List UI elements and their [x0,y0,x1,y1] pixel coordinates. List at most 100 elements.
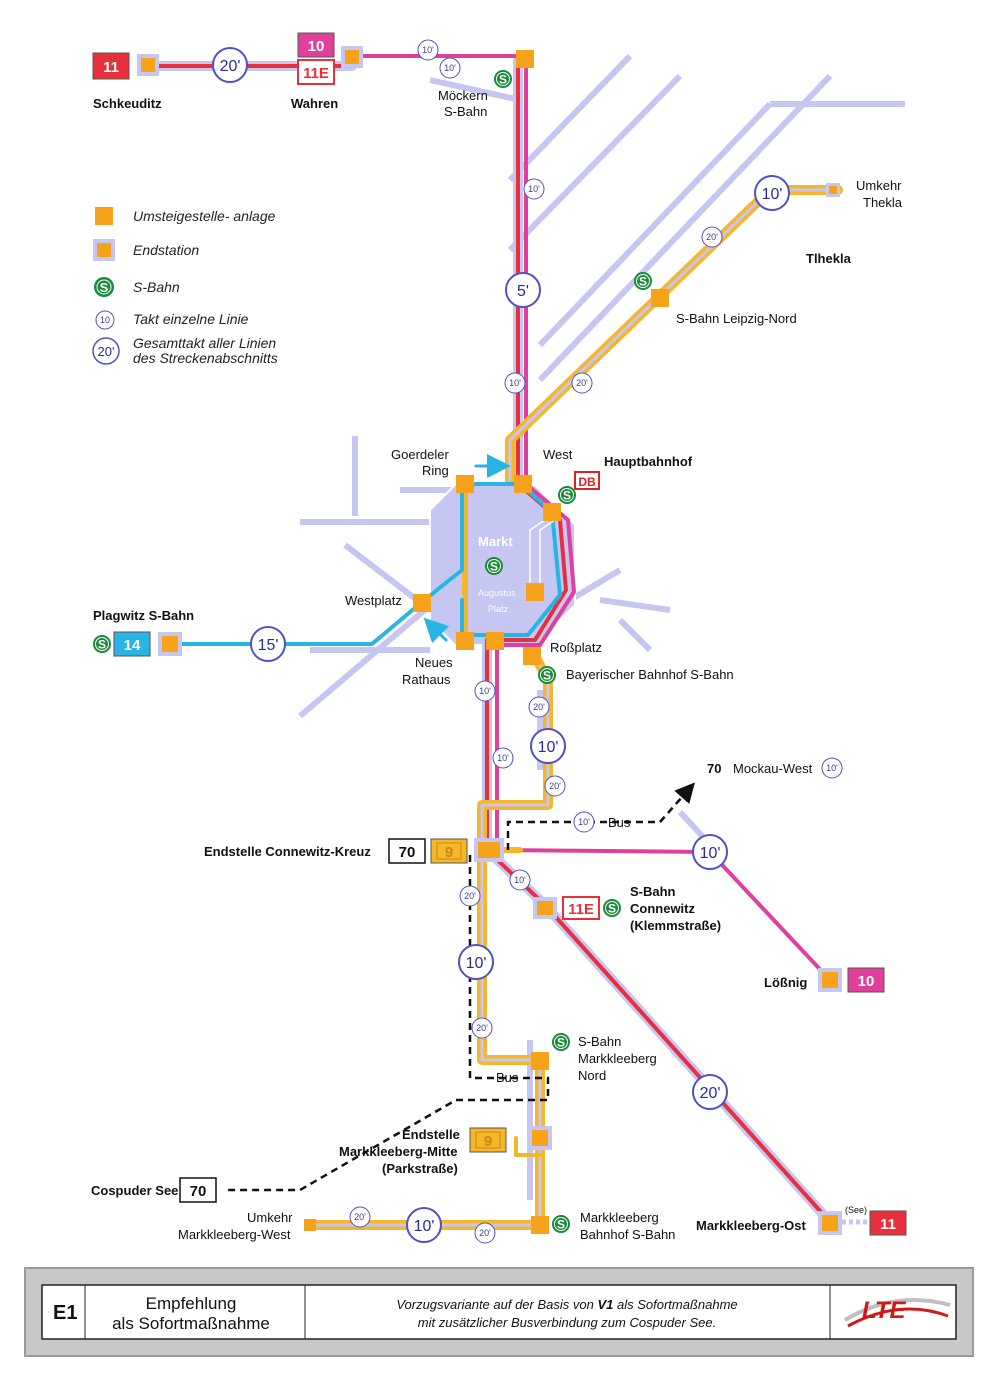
station-rossplatz[interactable] [523,647,541,665]
label-schkeuditz: Schkeuditz [93,96,162,111]
label-bus: Bus [496,1070,519,1085]
sbahn-icon: S [552,1215,570,1233]
svg-text:S: S [100,280,109,295]
station-westplatz[interactable] [413,594,431,612]
badge-line-9[interactable]: 9 [469,1127,507,1153]
badge-bus-70[interactable]: 70 [388,838,426,864]
svg-text:14: 14 [124,637,141,654]
label-connewitz: Connewitz [630,901,695,916]
legend-takt-total-1: Gesamttakt aller Linien [133,335,276,351]
badge-line-10[interactable]: 10 [297,32,335,58]
svg-text:10': 10' [479,686,491,696]
takt-small: 20' [349,1206,371,1228]
line-10-route [350,54,832,982]
badge-line-10[interactable]: 10 [847,967,885,993]
station-west[interactable] [514,475,532,493]
svg-text:20': 20' [549,781,561,791]
svg-text:10: 10 [100,315,110,325]
sbahn-icon: S [634,272,652,290]
station-neues-rathaus[interactable] [456,632,474,650]
svg-text:LTE: LTE [862,1297,907,1324]
takt-large: 20' [212,47,248,83]
legend-sbahn-icon: S [94,277,114,297]
station-mk-nord[interactable] [531,1052,549,1070]
badge-line-14[interactable]: 14 [113,631,151,657]
label-sb-mk-nord: S-Bahn [578,1034,621,1049]
caption-title-1: Empfehlung [146,1294,237,1313]
background-network [298,53,905,1225]
station-moeckern[interactable] [516,50,534,68]
legend-sbahn: S-Bahn [133,279,180,295]
svg-text:S: S [639,275,647,289]
takt-small: 20' [544,775,566,797]
label-bayerischer: Bayerischer Bahnhof S-Bahn [566,667,734,682]
svg-text:10': 10' [514,875,526,885]
label-wahren: Wahren [291,96,338,111]
label-mockau-west: Mockau-West [733,761,813,776]
label-thekla-end: Thekla [863,195,903,210]
takt-small: 10' [573,811,595,833]
svg-text:20': 20' [464,891,476,901]
label-mk-west: Markkleeberg-West [178,1227,291,1242]
sbahn-icon: S [603,899,621,917]
station-umkehr-mkw[interactable] [304,1219,316,1231]
caption-code: E1 [53,1302,77,1324]
label-klemmstrasse: (Klemmstraße) [630,918,721,933]
svg-text:10': 10' [509,378,521,388]
svg-text:10': 10' [528,184,540,194]
svg-text:10: 10 [858,973,875,990]
svg-text:20': 20' [220,58,241,75]
badge-bus-70[interactable]: 70 [179,1177,217,1203]
svg-text:10': 10' [578,817,590,827]
svg-text:70: 70 [190,1183,207,1200]
label-augustus: Augustus [478,588,516,598]
takt-small: 10' [492,747,514,769]
sbahn-icon: S [538,666,556,684]
legend-takt-single-icon: 10 [95,310,115,330]
takt-small: 20' [471,1017,493,1039]
takt-large: 15' [250,626,286,662]
label-parkstrasse: (Parkstraße) [382,1161,458,1176]
svg-text:10': 10' [414,1218,435,1235]
legend-transfer: Umsteigestelle- anlage [133,208,276,224]
takt-large: 10' [530,728,566,764]
takt-large: 10' [406,1207,442,1243]
label-mk-nord-suffix: Nord [578,1068,606,1083]
db-logo: DB [574,471,600,490]
svg-text:5': 5' [517,283,529,300]
station-hauptbahnhof[interactable] [543,503,561,521]
label-goerdeler: Goerdeler [391,447,449,462]
legend-transfer-swatch [95,207,113,225]
station-mk-bahnhof[interactable] [531,1216,549,1234]
svg-text:10: 10 [308,38,325,55]
caption-box: E1 Empfehlung als Sofortmaßnahme Vorzugs… [24,1267,974,1357]
label-plagwitz: Plagwitz S-Bahn [93,608,194,623]
label-platz: Platz [488,604,509,614]
badge-line-11[interactable]: 11 [92,52,130,80]
badge-line-11e[interactable]: 11E [562,896,600,920]
badge-line-11e[interactable]: 11E [297,59,335,85]
station-goerdeler-ring[interactable] [456,475,474,493]
badge-line-11[interactable]: 11 [869,1210,907,1236]
takt-small: 10' [417,39,439,61]
label-umkehr-mkw: Umkehr [247,1210,293,1225]
station-markt-south[interactable] [486,632,504,650]
label-see: (See) [845,1205,867,1215]
label-bus-70-number: 70 [707,761,721,776]
svg-text:10': 10' [538,739,559,756]
svg-text:S: S [608,902,616,916]
lte-logo: LTE [843,1297,951,1328]
station-augustusplatz[interactable] [526,583,544,601]
svg-text:S: S [563,489,571,503]
badge-line-9[interactable]: 9 [430,838,468,864]
svg-text:20': 20' [476,1023,488,1033]
takt-small: 10' [439,57,461,79]
svg-text:20': 20' [354,1212,366,1222]
takt-large: 10' [692,834,728,870]
svg-text:20': 20' [706,232,718,242]
label-ring: Ring [422,463,449,478]
label-mk-nord-name: Markkleeberg [578,1051,657,1066]
label-mk-bahnhof-2: Bahnhof S-Bahn [580,1227,675,1242]
station-leipzig-nord[interactable] [651,289,669,307]
legend-takt-total-icon: 20' [92,337,120,365]
